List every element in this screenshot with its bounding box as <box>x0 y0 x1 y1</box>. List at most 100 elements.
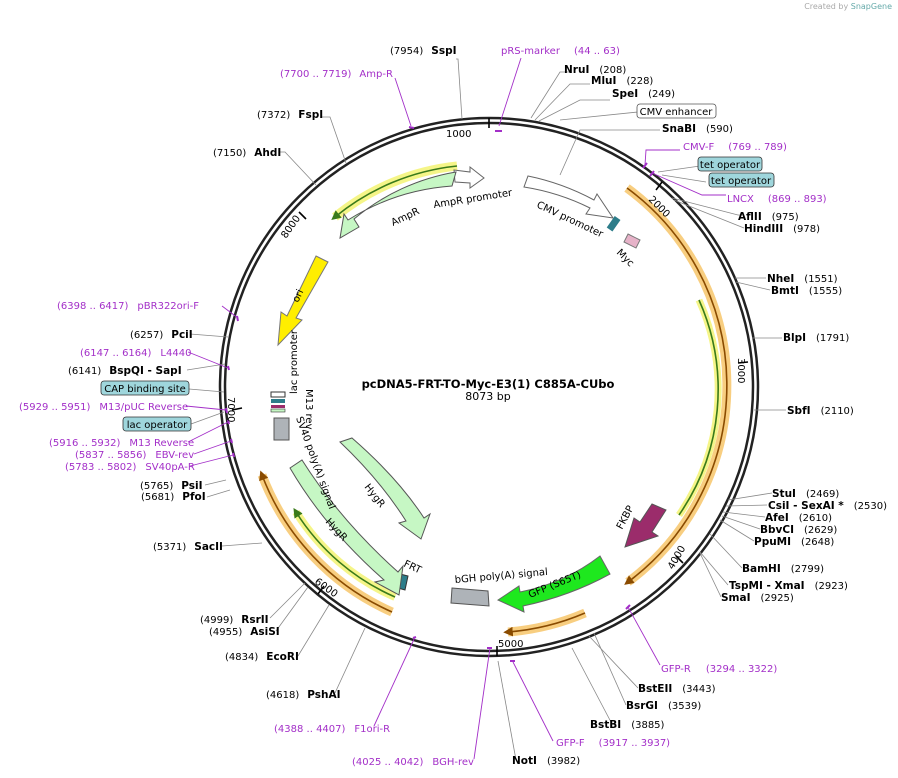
tick-label-4000: 5000 <box>498 639 523 650</box>
sv40-polya-box <box>273 417 290 441</box>
primer-bgh-rev: (4025 .. 4042)BGH-rev <box>352 757 474 768</box>
enzyme-bstbi: BstBI(3885) <box>590 719 665 731</box>
box-tet-operator-1: tet operator <box>697 156 763 172</box>
myc-arrow <box>623 233 641 249</box>
lac-operator-box <box>271 399 285 403</box>
box-lac-operator: lac operator <box>122 416 192 432</box>
primer-sv40pa-r: (5783 .. 5802)SV40pA-R <box>65 462 195 473</box>
primer-lncx: LNCX(869 .. 893) <box>727 194 827 205</box>
orf-arc-fkbp <box>676 298 722 517</box>
ampr-arrow <box>339 171 457 239</box>
enzyme-pshai: (4618)PshAI <box>266 689 341 701</box>
primer-l4440: (6147 .. 6164)L4440 <box>80 348 191 359</box>
orf-arc-left-line <box>259 470 393 613</box>
svg-text:tet operator: tet operator <box>711 176 772 187</box>
enzyme-ahdi: (7150)AhdI <box>213 147 281 159</box>
enzyme-afei: AfeI(2610) <box>765 512 832 524</box>
box-cmv-enhancer: CMV enhancer <box>636 103 717 119</box>
enzyme-sacii: (5371)SacII <box>153 541 223 553</box>
svg-text:tet operator: tet operator <box>700 160 761 171</box>
enzyme-tspmi-xmai: TspMI - XmaI(2923) <box>729 580 848 592</box>
enzyme-aflii: AflII(975) <box>738 211 799 223</box>
enzyme-sbfi: SbfI(2110) <box>787 405 854 417</box>
enzyme-srui: NruI(208) <box>564 64 626 76</box>
enzyme-snabi: SnaBI(590) <box>662 123 733 135</box>
enzyme-asisi: (4955)AsiSI <box>209 626 280 638</box>
enzyme-labels-left: (7954)SspI (7372)FspI (7150)AhdI (6257)P… <box>68 45 457 701</box>
enzyme-bspqi-sapi: (6141)BspQI - SapI <box>68 365 182 377</box>
enzyme-spei: SpeI(249) <box>612 88 675 100</box>
gfp-arrow <box>496 555 611 613</box>
feature-label-m13-rev: M13 rev <box>303 389 314 430</box>
svg-text:CMV enhancer: CMV enhancer <box>640 107 714 118</box>
enzyme-labels-right: NruI(208) MluI(228) SpeI(249) SnaBI(590)… <box>512 64 887 767</box>
tick-label-2000: 3000 <box>735 358 746 383</box>
feature-label-ampr-promoter: AmpR promoter <box>433 188 514 211</box>
enzyme-mlui: MluI(228) <box>591 75 653 87</box>
bgh-polya-box <box>450 587 490 607</box>
primer-gfp-r: GFP-R(3294 .. 3322) <box>661 664 777 675</box>
primer-m13-reverse: (5916 .. 5932)M13 Reverse <box>49 438 194 449</box>
enzyme-bsteii: BstEII(3443) <box>638 683 716 695</box>
enzyme-ecori: (4834)EcoRI <box>225 651 299 663</box>
primer-f1ori-r: (4388 .. 4407)F1ori-R <box>274 724 390 735</box>
enzyme-blpi: BlpI(1791) <box>783 332 849 344</box>
lac-promoter-box <box>270 391 286 398</box>
hygr-arrow-1 <box>339 437 431 540</box>
fkbp-arrow <box>624 503 667 548</box>
orf-arc-right-line <box>624 187 728 585</box>
enzyme-sspi: (7954)SspI <box>390 45 457 57</box>
enzyme-bamhi: BamHI(2799) <box>742 563 824 575</box>
feature-label-myc: Myc <box>614 247 636 269</box>
cap-site-box <box>271 405 285 408</box>
feature-label-frt: FRT <box>402 559 424 577</box>
enzyme-psii: (5765)PsiI <box>140 480 203 492</box>
cmv-promoter-arrow <box>523 175 615 219</box>
enzyme-bmti: BmtI(1555) <box>771 285 842 297</box>
feature-label-bgh-polya: bGH poly(A) signal <box>454 567 548 586</box>
tick-label-6000: 7000 <box>225 397 236 422</box>
box-cap-binding-site: CAP binding site <box>100 380 190 396</box>
enzyme-stui: StuI(2469) <box>772 488 839 500</box>
primer-m13-puc-reverse: (5929 .. 5951)M13/pUC Reverse <box>19 402 188 413</box>
primer-amp-r: (7700 .. 7719)Amp-R <box>280 69 393 80</box>
leader-lines <box>186 58 786 761</box>
orf-arc-fkbp-line <box>678 299 719 516</box>
primer-prs-marker: pRS-marker(44 .. 63) <box>501 46 620 57</box>
enzyme-noti: NotI(3982) <box>512 755 580 767</box>
enzyme-rsrii: (4999)RsrII <box>200 614 269 626</box>
feature-label-ampr: AmpR <box>390 206 422 229</box>
snapgene-brand: SnapGene <box>850 2 892 11</box>
ampr-promoter-arrow <box>453 165 485 189</box>
enzyme-hindiii: HindIII(978) <box>744 223 820 235</box>
primer-cmv-f: CMV-F(769 .. 789) <box>683 142 787 153</box>
enzyme-bsrgi: BsrGI(3539) <box>626 700 701 712</box>
backbone-ticks <box>231 118 749 656</box>
m13-box <box>270 408 286 413</box>
plasmid-name: pcDNA5-FRT-TO-Myc-E3(1) C885A-CUbo <box>362 377 615 391</box>
tick-label-8000: 1000 <box>446 129 471 140</box>
snapgene-credit: Created by SnapGene <box>804 2 892 11</box>
primer-pbr322ori-f: (6398 .. 6417)pBR322ori-F <box>57 301 199 312</box>
enzyme-fspi: (7372)FspI <box>257 109 323 121</box>
enzyme-bbvci: BbvCI(2629) <box>760 524 837 536</box>
enzyme-pfoi: (5681)PfoI <box>141 491 206 503</box>
feature-label-ori: ori <box>291 288 306 304</box>
primer-ticks <box>225 126 655 662</box>
enzyme-csii-sexai: CsiI - SexAI *(2530) <box>768 500 887 512</box>
enzyme-smai: SmaI(2925) <box>721 592 794 604</box>
svg-text:CAP binding site: CAP binding site <box>104 384 186 395</box>
primer-labels: pRS-marker(44 .. 63) (7700 .. 7719)Amp-R… <box>19 46 827 768</box>
primer-gfp-f: GFP-F(3917 .. 3937) <box>556 738 670 749</box>
primer-leaders <box>185 57 726 760</box>
plasmid-length: 8073 bp <box>465 390 510 403</box>
hygr-arrow-2 <box>289 459 404 596</box>
enzyme-pcii: (6257)PciI <box>130 329 193 341</box>
primer-ebv-rev: (5837 .. 5856)EBV-rev <box>75 450 194 461</box>
ori-arrow <box>277 255 329 347</box>
enzyme-ppumi: PpuMI(2648) <box>754 536 834 548</box>
tick-label-7000: 8000 <box>279 214 303 241</box>
feature-label-lac-promoter: lac promoter <box>289 329 300 394</box>
svg-text:lac operator: lac operator <box>127 420 188 431</box>
